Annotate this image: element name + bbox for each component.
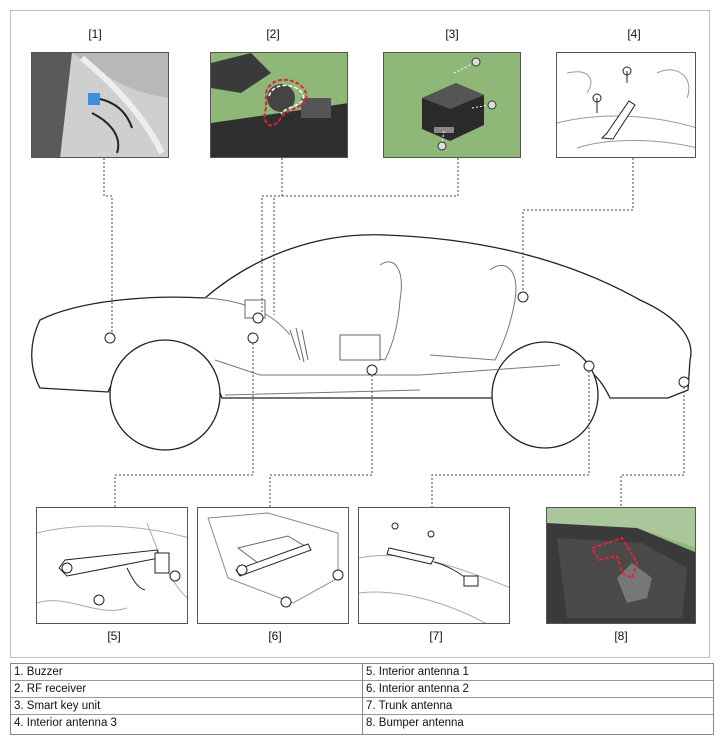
legend-table: 1. Buzzer 2. RF receiver 3. Smart key un… [10,663,714,735]
photo-rf-receiver [210,52,348,158]
legend-item: 2. RF receiver [11,681,362,698]
bumper-antenna-highlight [590,536,639,580]
callout-label-3: [3] [445,27,459,41]
photo-interior-antenna-2 [197,507,349,624]
photo-interior-antenna-3 [556,52,696,158]
callout-label-6: [6] [268,629,282,643]
photo-buzzer [31,52,169,158]
callout-label-2: [2] [266,27,280,41]
photo-interior-antenna-1 [36,507,188,624]
callout-label-7: [7] [429,629,443,643]
legend-item: 5. Interior antenna 1 [363,664,713,681]
legend-item: 7. Trunk antenna [363,698,713,715]
legend-item: 6. Interior antenna 2 [363,681,713,698]
legend-item: 3. Smart key unit [11,698,362,715]
rf-receiver-highlight [263,78,308,127]
buzzer-icon [88,93,100,105]
legend-item: 4. Interior antenna 3 [14,717,117,729]
legend-item: 8. Bumper antenna [366,717,464,729]
legend-item: 1. Buzzer [11,664,362,681]
callout-label-1: [1] [88,27,102,41]
callout-label-8: [8] [614,629,628,643]
legend-column-left: 1. Buzzer 2. RF receiver 3. Smart key un… [11,664,363,734]
photo-trunk-antenna [358,507,510,624]
callout-label-4: [4] [627,27,641,41]
callout-label-5: [5] [107,629,121,643]
legend-column-right: 5. Interior antenna 1 6. Interior antenn… [363,664,713,734]
photo-bumper-antenna [546,507,696,624]
photo-smart-key-unit [383,52,521,158]
diagram-frame [10,10,710,658]
